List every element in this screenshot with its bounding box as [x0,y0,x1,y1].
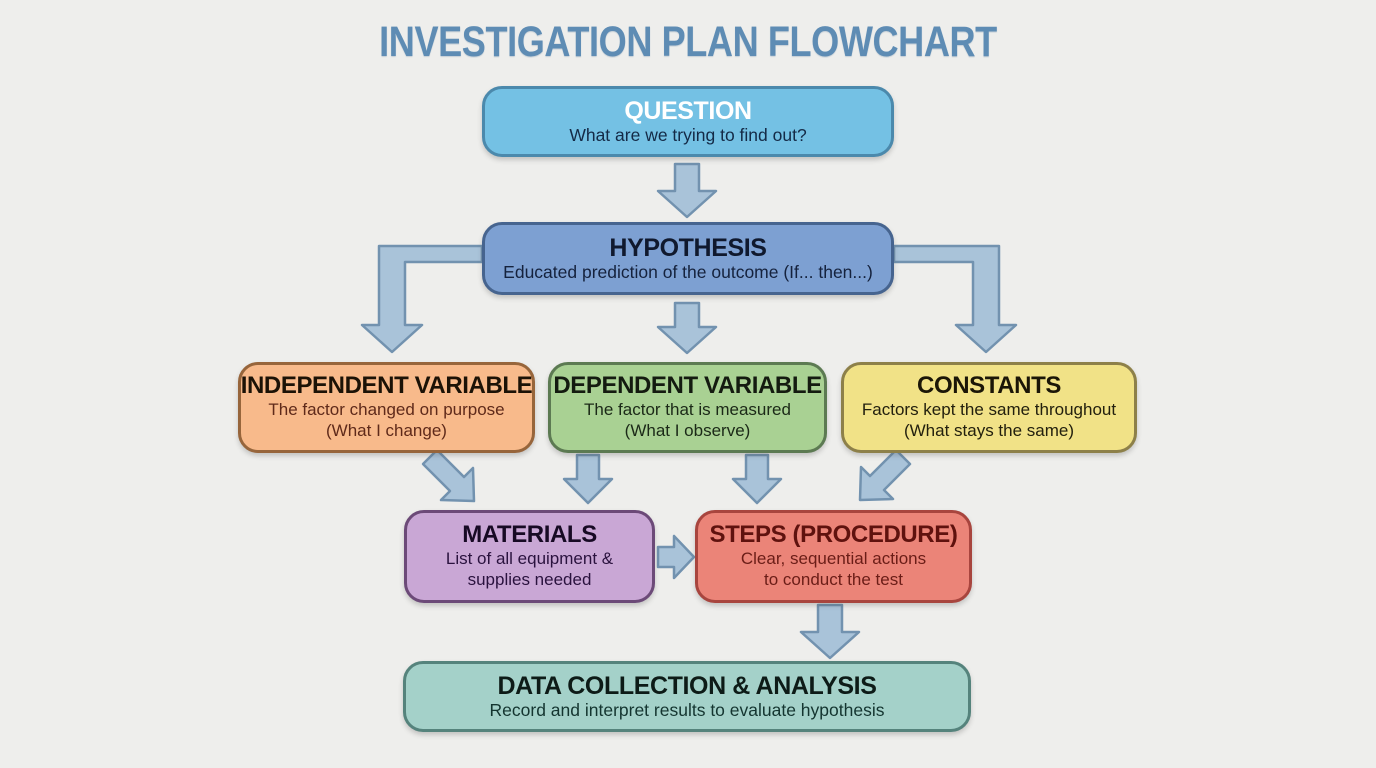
box-hypothesis: HYPOTHESIS Educated prediction of the ou… [482,222,894,295]
arrow-dependent-to-materials-icon [562,453,614,505]
box-hypothesis-subtitle: Educated prediction of the outcome (If..… [503,261,873,282]
arrow-independent-to-materials-icon [421,448,476,503]
box-question-title: QUESTION [624,96,752,125]
box-dependent-variable-subtitle-line2: (What I observe) [624,420,751,440]
box-constants-subtitle-line1: Factors kept the same throughout [861,400,1117,420]
arrow-hypothesis-to-independent-icon [360,244,484,354]
box-question: QUESTION What are we trying to find out? [482,86,894,157]
box-data-collection-analysis: DATA COLLECTION & ANALYSIS Record and in… [403,661,971,732]
box-constants-subtitle-line2: (What stays the same) [903,420,1075,440]
arrow-steps-to-data-icon [799,603,861,660]
box-independent-variable-subtitle-line1: The factor changed on purpose [268,400,505,420]
box-steps-procedure: STEPS (PROCEDURE) Clear, sequential acti… [695,510,972,603]
box-materials-subtitle-line2: supplies needed [467,569,592,589]
box-independent-variable-subtitle-line2: (What I change) [326,420,447,440]
box-materials: MATERIALS List of all equipment & suppli… [404,510,655,603]
arrow-hypothesis-to-constants-icon [892,244,1018,354]
box-constants-title: CONSTANTS [917,372,1061,400]
box-dependent-variable-subtitle-line1: The factor that is measured [584,400,791,420]
box-independent-variable-title: INDEPENDENT VARIABLE [240,372,533,400]
box-hypothesis-title: HYPOTHESIS [609,233,767,262]
box-constants: CONSTANTS Factors kept the same througho… [841,362,1137,453]
arrow-dependent-to-steps-icon [731,453,783,505]
box-independent-variable: INDEPENDENT VARIABLE The factor changed … [238,362,535,453]
box-data-collection-analysis-title: DATA COLLECTION & ANALYSIS [497,671,877,700]
box-data-collection-analysis-subtitle: Record and interpret results to evaluate… [489,699,885,720]
arrow-materials-to-steps-icon [656,534,696,580]
box-steps-procedure-subtitle-line1: Clear, sequential actions [740,549,927,569]
arrow-question-to-hypothesis-icon [656,162,718,219]
arrow-constants-to-steps-icon [858,448,912,502]
box-steps-procedure-subtitle-line2: to conduct the test [764,569,903,589]
box-dependent-variable: DEPENDENT VARIABLE The factor that is me… [548,362,827,453]
box-dependent-variable-title: DEPENDENT VARIABLE [553,372,822,400]
box-materials-subtitle-line1: List of all equipment & [445,549,614,569]
box-question-subtitle: What are we trying to find out? [569,124,807,145]
page-title: INVESTIGATION PLAN FLOWCHART [379,18,997,66]
arrow-hypothesis-to-dependent-icon [656,301,718,355]
box-steps-procedure-title: STEPS (PROCEDURE) [709,521,958,549]
box-materials-title: MATERIALS [462,521,597,549]
